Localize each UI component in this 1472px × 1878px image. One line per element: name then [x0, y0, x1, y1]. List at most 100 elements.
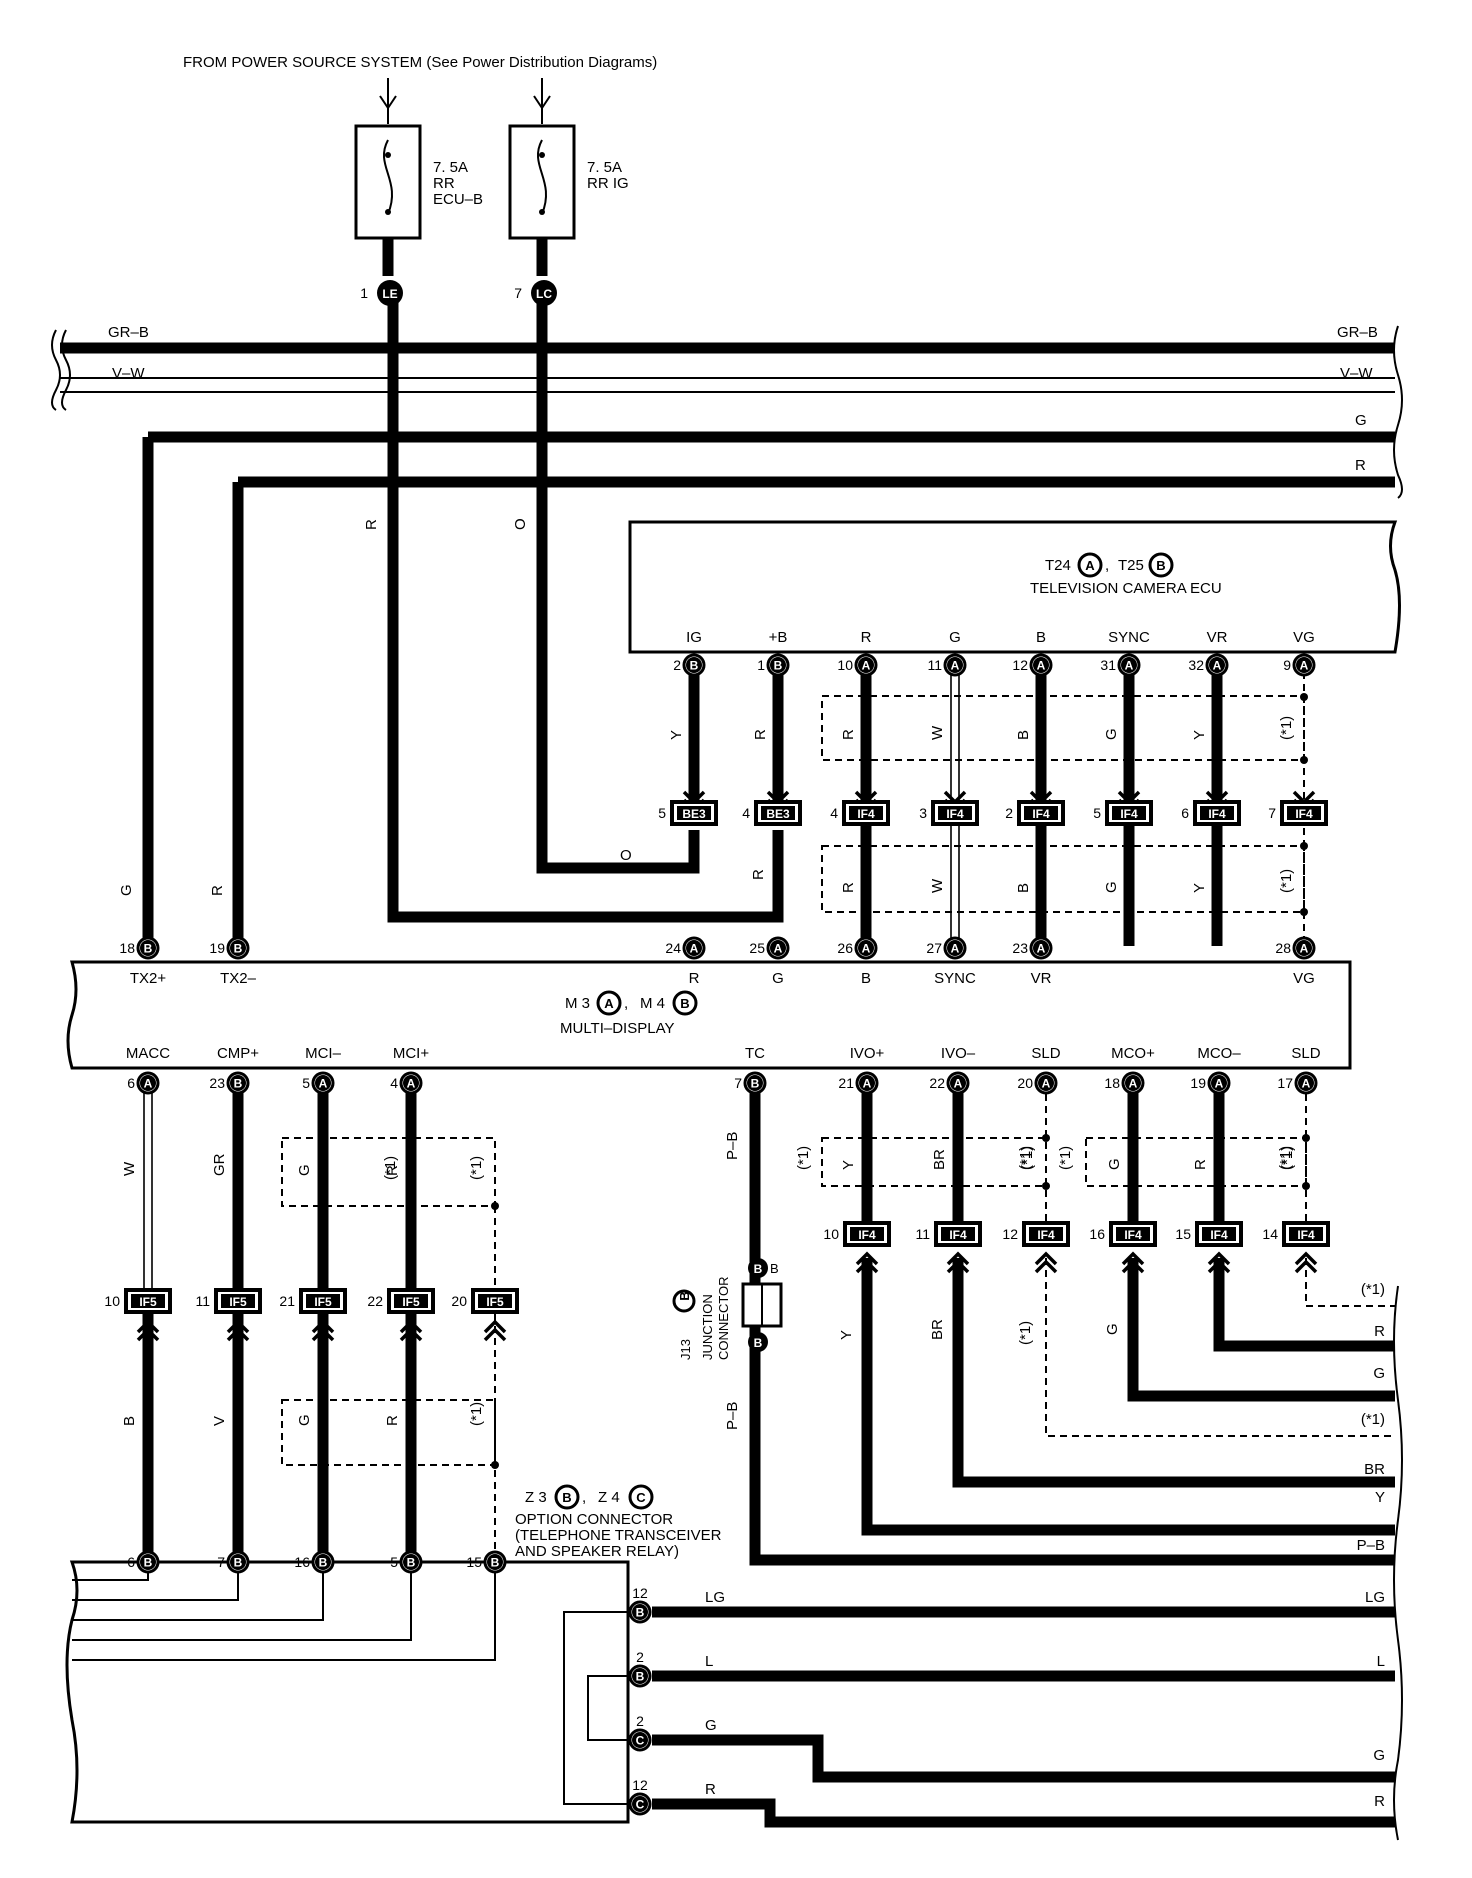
- tv-ecu-pin-vr: A32: [1188, 653, 1229, 677]
- svg-text:16: 16: [294, 1554, 310, 1570]
- option-connector-pin: B7: [217, 1550, 250, 1574]
- svg-text:11: 11: [927, 657, 942, 673]
- svg-text:18: 18: [119, 940, 135, 956]
- svg-text:IF4: IF4: [949, 1228, 967, 1242]
- svg-text:IF4: IF4: [1210, 1228, 1228, 1242]
- svg-text:6: 6: [1181, 805, 1189, 821]
- svg-text:6: 6: [127, 1075, 135, 1091]
- tv-ecu-wire-color: Y: [668, 730, 685, 740]
- md-bottom-pin-label: CMP+: [217, 1045, 259, 1062]
- md-bottom-pin-label: SLD: [1291, 1045, 1320, 1062]
- md-bottom-wire-color: Y: [840, 1160, 857, 1170]
- md-bottom-pin-label: MACC: [126, 1045, 170, 1062]
- svg-text:21: 21: [279, 1293, 295, 1309]
- svg-text:B: B: [636, 1670, 645, 1684]
- svg-text:IF4: IF4: [946, 807, 964, 821]
- svg-text:20: 20: [1017, 1075, 1033, 1091]
- svg-text:A: A: [1037, 659, 1046, 673]
- svg-text:5: 5: [1093, 805, 1101, 821]
- md-pin-cmp: B23: [209, 1071, 250, 1095]
- svg-text:26: 26: [837, 940, 853, 956]
- fuse-1-name: RR: [433, 175, 455, 192]
- md-bottom-wire-color: (*1): [1019, 1146, 1036, 1170]
- md-bottom-pin-label: IVO+: [850, 1045, 885, 1062]
- svg-text:A: A: [954, 1077, 963, 1091]
- tv-ecu-pin-b: B1: [757, 653, 790, 677]
- md-pin-tx2: B18: [119, 936, 160, 960]
- tv-ecu-wire-color: R: [752, 729, 769, 740]
- option-connector-box: [65, 1560, 630, 1824]
- svg-text:31: 31: [1100, 657, 1116, 673]
- md-pin-g: A25: [749, 936, 790, 960]
- svg-text:32: 32: [1188, 657, 1204, 673]
- svg-text:15: 15: [1175, 1226, 1191, 1242]
- svg-text:C: C: [636, 1734, 645, 1748]
- svg-text:A: A: [319, 1077, 328, 1091]
- svg-text:11: 11: [915, 1226, 930, 1242]
- tv-ecu-wire-color: (*1): [1278, 716, 1295, 740]
- tv-ecu-pin-g: A11: [927, 653, 967, 677]
- svg-text:19: 19: [209, 940, 225, 956]
- tv-ecu-wire-color-lower: G: [1103, 881, 1120, 893]
- tv-ecu-pin-sync: A31: [1100, 653, 1141, 677]
- if5-shield-label: (*1): [468, 1156, 485, 1180]
- svg-text:B: B: [562, 1490, 571, 1505]
- svg-text:B: B: [680, 996, 689, 1011]
- if4-lower-wire-color: Y: [838, 1330, 855, 1340]
- svg-text:JUNCTION: JUNCTION: [700, 1294, 715, 1360]
- right-exit-label: (*1): [1361, 1411, 1385, 1428]
- svg-text:B: B: [491, 1556, 500, 1570]
- svg-text:A: A: [144, 1077, 153, 1091]
- tv-ecu-title: T24 A , T25 B: [1045, 552, 1174, 578]
- right-exit-label: Y: [1375, 1489, 1385, 1506]
- option-connector-pin: B 16: [294, 1550, 335, 1574]
- option-side-wire-color: G: [705, 1717, 717, 1734]
- tv-ecu-pin-label: G: [949, 629, 961, 646]
- tv-ecu-pin-label: +B: [769, 629, 788, 646]
- tv-ecu-wire-color: R: [840, 729, 857, 740]
- svg-text:B: B: [1156, 558, 1165, 573]
- md-name: MULTI–DISPLAY: [560, 1020, 674, 1037]
- right-exit-label: R: [1374, 1323, 1385, 1340]
- md-bottom-wire-color: R: [384, 1165, 401, 1176]
- svg-text:A: A: [604, 996, 614, 1011]
- svg-text:,: ,: [624, 995, 628, 1012]
- shield-box: [821, 845, 1305, 913]
- svg-text:C: C: [636, 1490, 646, 1505]
- md-bottom-pin-label: SLD: [1031, 1045, 1060, 1062]
- svg-text:2: 2: [636, 1713, 644, 1729]
- md-pin-tx2: B19: [209, 936, 250, 960]
- svg-text:27: 27: [926, 940, 942, 956]
- svg-text:A: A: [1302, 1077, 1311, 1091]
- option-side-wire-color: R: [705, 1781, 716, 1798]
- svg-text:M 3: M 3: [565, 995, 590, 1012]
- svg-text:T25: T25: [1118, 557, 1144, 574]
- option-connector-pin: B5: [390, 1550, 423, 1574]
- tx2m-wire-color: R: [209, 885, 226, 896]
- svg-text:C: C: [636, 1798, 645, 1812]
- svg-text:B: B: [636, 1606, 645, 1620]
- option-side-wire-color: L: [705, 1653, 713, 1670]
- svg-text:IF4: IF4: [1032, 807, 1050, 821]
- svg-text:12: 12: [1002, 1226, 1018, 1242]
- svg-text:12: 12: [632, 1777, 648, 1793]
- option-connector-side-pin: C2: [628, 1713, 652, 1752]
- svg-text:A: A: [1037, 942, 1046, 956]
- md-pin-vr: A23: [1012, 936, 1053, 960]
- md-bottom-wire-color: W: [121, 1161, 138, 1176]
- svg-text:B: B: [319, 1556, 328, 1570]
- svg-text:A: A: [951, 942, 960, 956]
- svg-text:LE: LE: [382, 287, 397, 301]
- md-bottom-wire-color: GR: [211, 1153, 228, 1176]
- svg-text:A: A: [862, 659, 871, 673]
- option-connector-side-pin: C 12: [628, 1777, 652, 1816]
- svg-text:P–B: P–B: [724, 1132, 741, 1160]
- svg-text:LC: LC: [536, 287, 552, 301]
- md-pin-ivo: A21: [838, 1071, 879, 1095]
- md-pin-sld: A20: [1017, 1071, 1058, 1095]
- right-exit-label: (*1): [1361, 1281, 1385, 1298]
- option-side-exit-label: LG: [1365, 1589, 1385, 1606]
